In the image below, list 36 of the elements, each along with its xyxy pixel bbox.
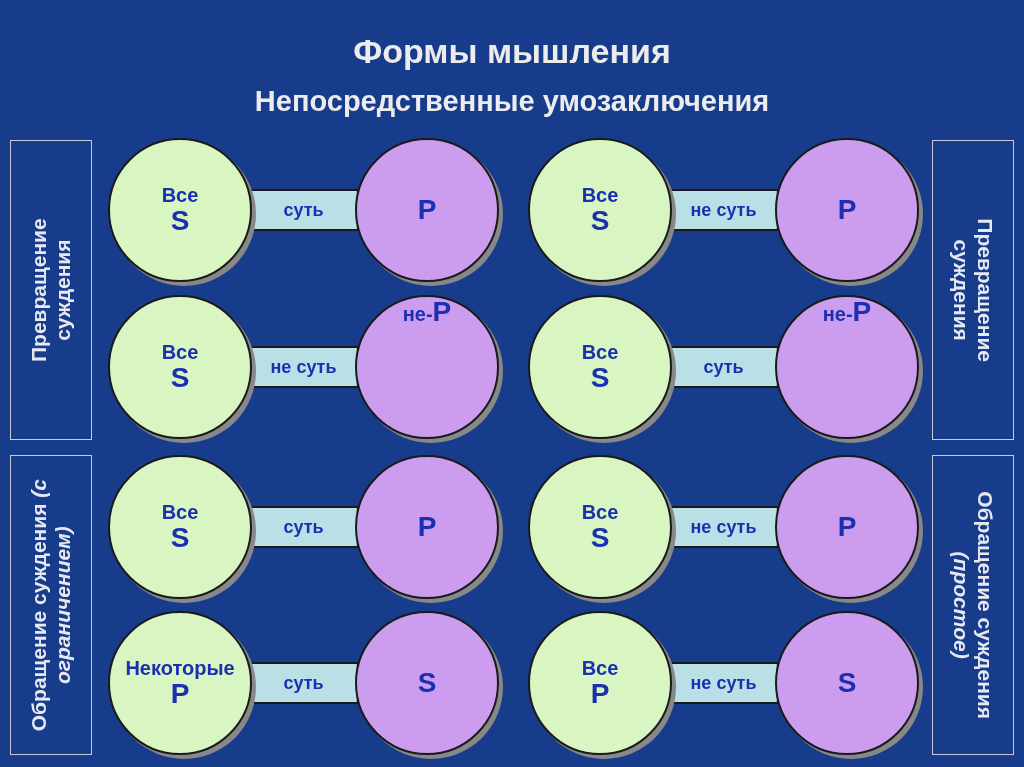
term-symbol: S	[170, 205, 190, 237]
term-symbol: S	[170, 362, 190, 394]
term-prefix: Все	[161, 500, 199, 523]
term-prefix: не-	[402, 303, 433, 325]
term-prefix: Все	[581, 500, 619, 523]
term-prefix: Все	[161, 183, 199, 206]
vertical-heading: Обращение суждения (простое)	[949, 490, 998, 721]
term-prefix: Все	[581, 656, 619, 679]
term-prefix: Все	[581, 340, 619, 363]
title: Формы мышления	[352, 32, 672, 71]
term-symbol: P	[417, 194, 437, 226]
side-panel	[10, 455, 92, 755]
term-prefix: Все	[581, 183, 619, 206]
vertical-heading: Превращение суждения	[949, 217, 998, 364]
term-symbol: S	[590, 522, 610, 554]
term-symbol: S	[590, 362, 610, 394]
term-prefix: Все	[161, 340, 199, 363]
term-symbol: S	[590, 205, 610, 237]
side-panel	[932, 455, 1014, 755]
term-symbol: P	[417, 511, 437, 543]
term-symbol: P	[837, 194, 857, 226]
term-symbol: S	[417, 667, 437, 699]
vertical-heading: Обращение суждения (с ограничением)	[26, 478, 75, 734]
term-symbol: P	[852, 297, 872, 328]
side-panel	[10, 140, 92, 440]
side-panel	[932, 140, 1014, 440]
subtitle: Непосредственные умозаключения	[253, 85, 771, 118]
term-prefix: Некоторые	[125, 656, 235, 679]
term-symbol: P	[432, 297, 452, 328]
term-symbol: S	[837, 667, 857, 699]
term-prefix: не-	[822, 303, 853, 325]
term-symbol: P	[590, 678, 610, 710]
term-symbol: P	[837, 511, 857, 543]
term-symbol: P	[170, 678, 190, 710]
term-symbol: S	[170, 522, 190, 554]
vertical-heading: Превращение суждения	[26, 217, 75, 364]
